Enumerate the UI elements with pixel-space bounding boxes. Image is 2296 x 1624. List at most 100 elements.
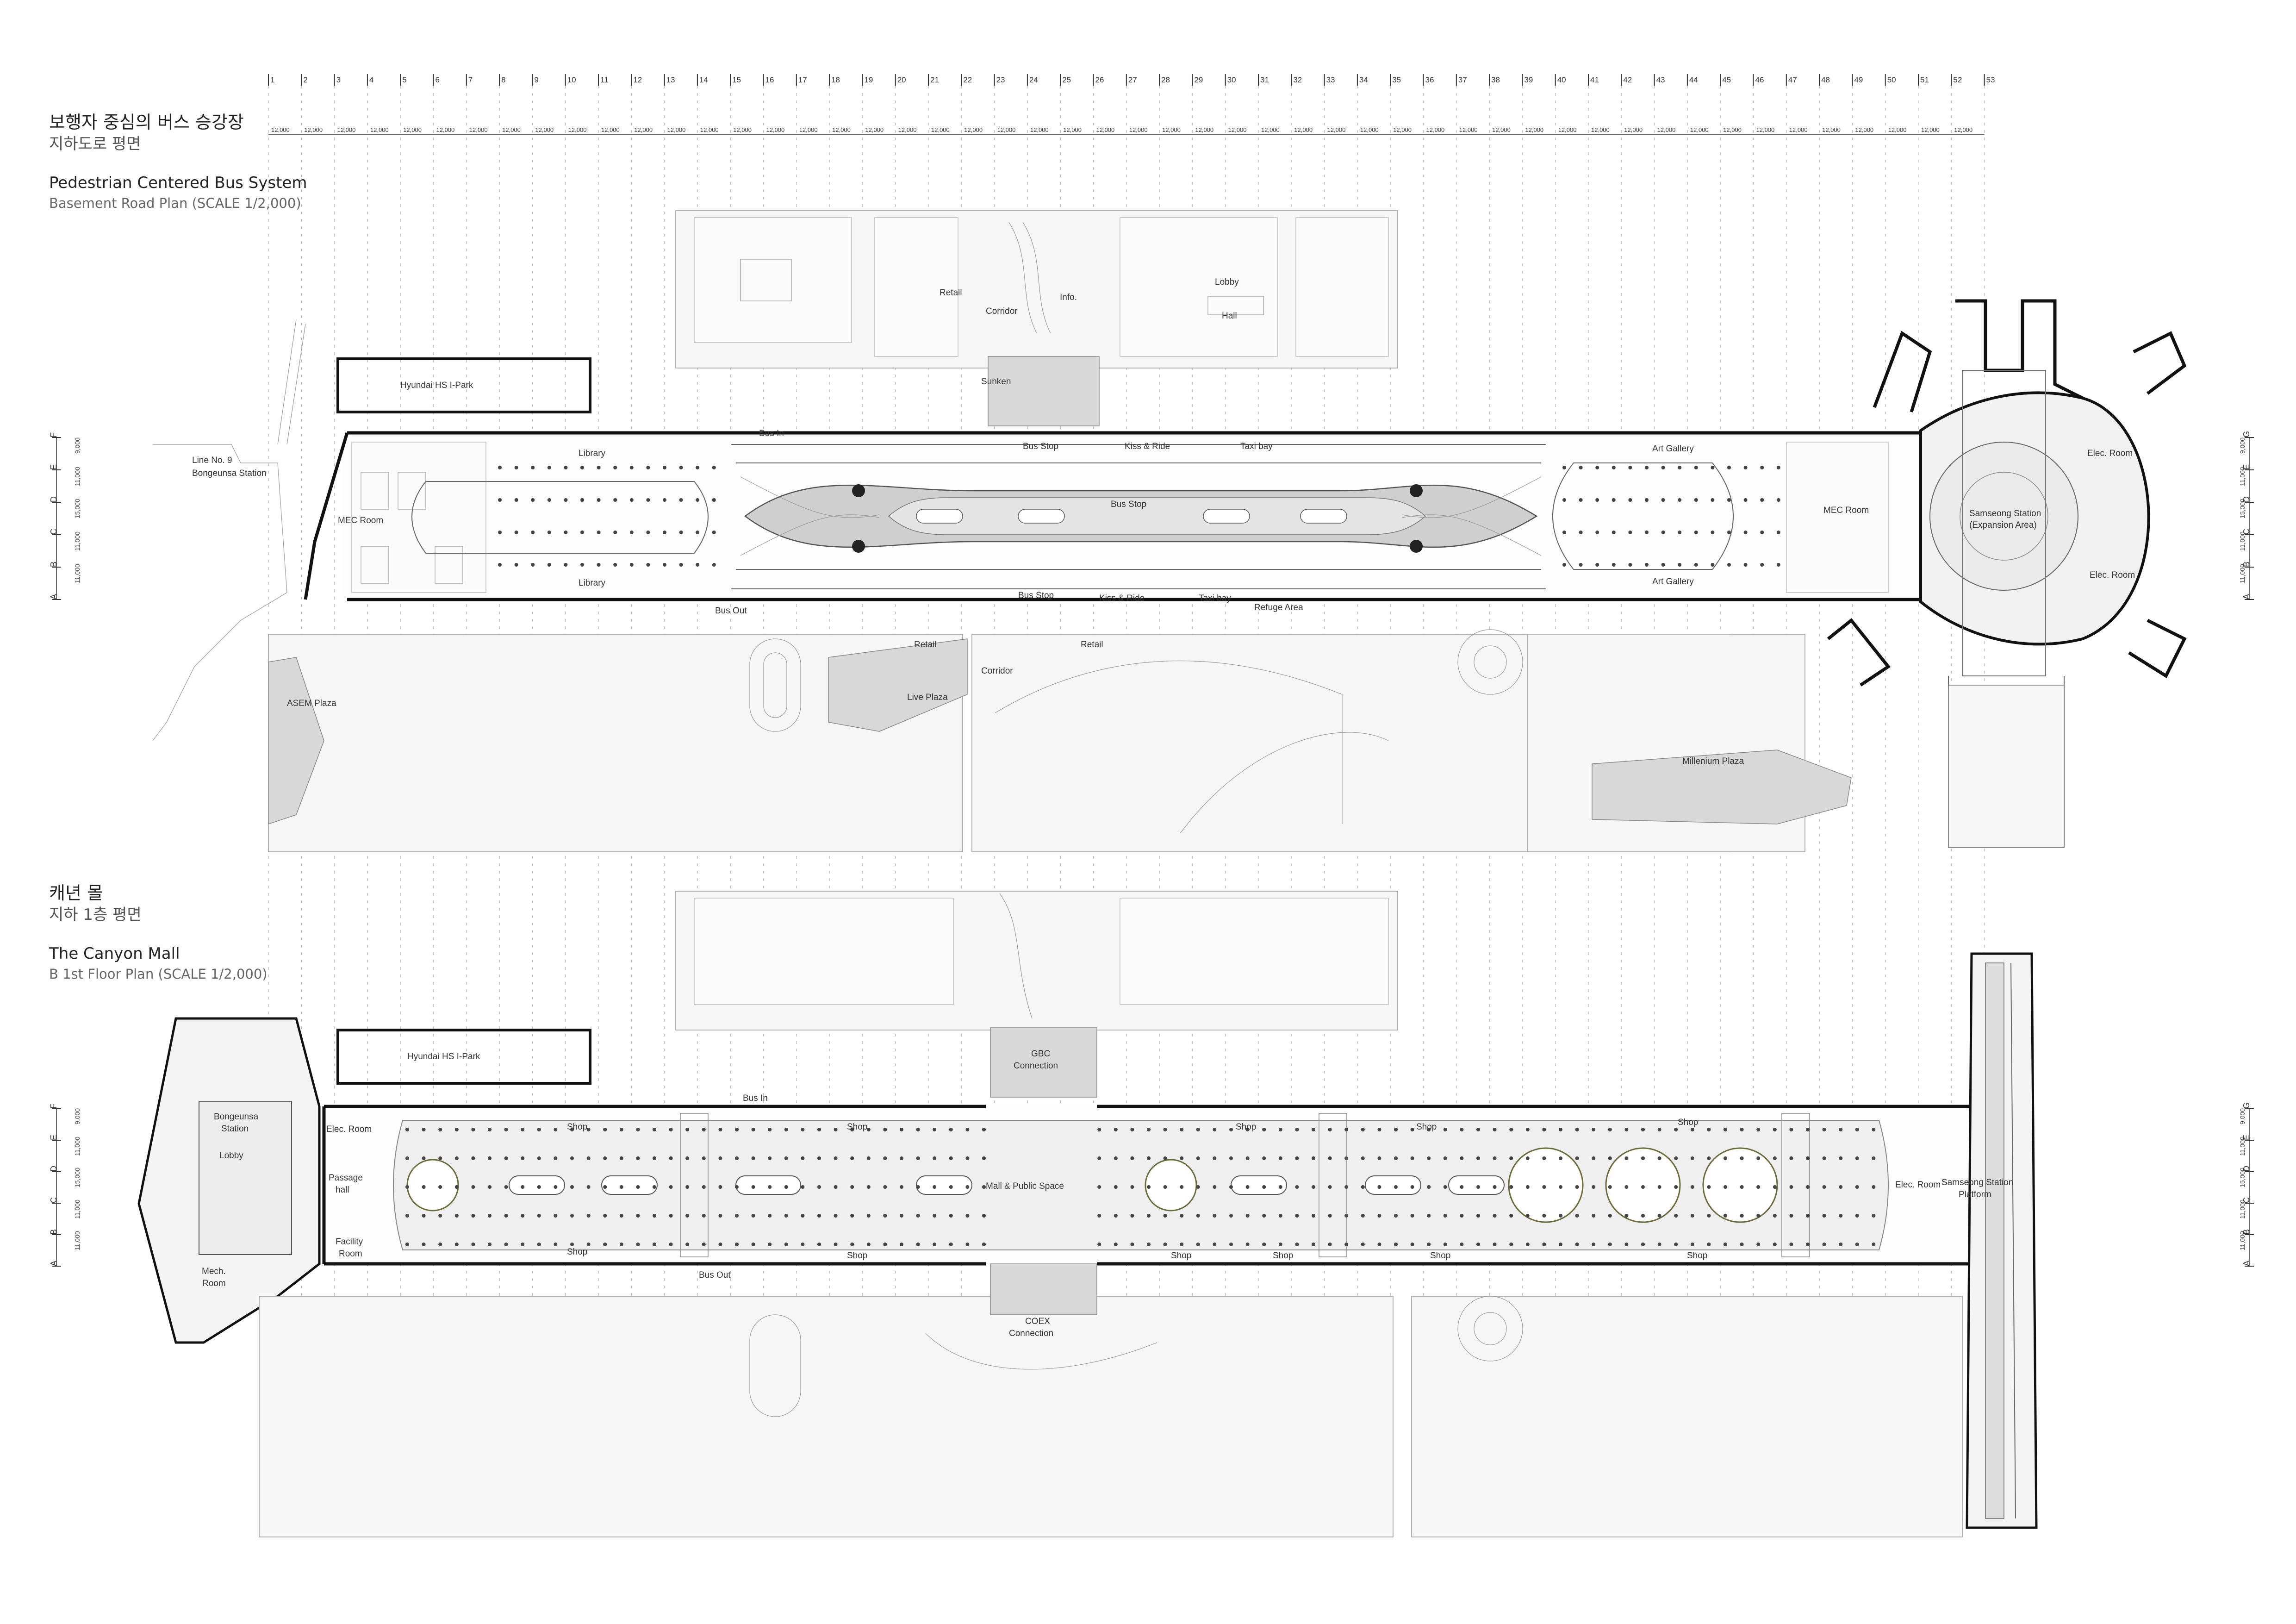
column-dot [1196, 1214, 1200, 1218]
column-dot [471, 1185, 475, 1189]
column-dot [1509, 1243, 1513, 1246]
bay-dimension-39: 12,000 [1525, 126, 1543, 133]
column-dot [1097, 1128, 1101, 1131]
column-dot [1776, 563, 1780, 567]
column-dot [1855, 1185, 1859, 1189]
bay-dimension-35: 12,000 [1393, 126, 1412, 133]
column-dot [1822, 1185, 1826, 1189]
column-dot [1855, 1128, 1859, 1131]
column-dot [1562, 531, 1566, 534]
column-dot [1559, 1214, 1562, 1218]
column-dot [1213, 1243, 1217, 1246]
row-dimension-0: 9,000 [74, 437, 81, 454]
bottom-plan-title-block: 캐년 몰 지하 1층 평면 The Canyon Mall B 1st Floo… [49, 882, 268, 984]
column-dot [646, 531, 650, 534]
column-dot [1661, 498, 1665, 502]
column-dot [586, 1185, 591, 1189]
column-dot [817, 1214, 821, 1218]
column-dot [1743, 531, 1748, 534]
row-dimension-3: 11,000 [74, 1199, 81, 1219]
row-letter-E: E [2242, 464, 2251, 470]
column-dot [619, 1156, 623, 1160]
column-dot [1443, 1243, 1447, 1246]
column-dot [1740, 1156, 1744, 1160]
bay-dimension-44: 12,000 [1690, 126, 1709, 133]
column-dot [1806, 1243, 1810, 1246]
bay-dimension-30: 12,000 [1228, 126, 1247, 133]
column-dot [1562, 563, 1566, 567]
column-dot [1575, 1185, 1579, 1189]
grid-number-28: 28 [1161, 75, 1170, 84]
top-column-dots [498, 466, 1780, 567]
column-dot [1579, 498, 1583, 502]
grid-number-44: 44 [1689, 75, 1698, 84]
bay-dimension-47: 12,000 [1789, 126, 1808, 133]
row-letter-D: D [2242, 1166, 2251, 1172]
column-dot [900, 1185, 903, 1189]
column-dot [1196, 1156, 1200, 1160]
column-dot [1724, 1156, 1727, 1160]
column-dot [801, 1243, 805, 1246]
column-dot [1130, 1128, 1134, 1131]
column-dot [1509, 1185, 1513, 1189]
column-dot [751, 1214, 755, 1218]
column-dot [663, 563, 666, 567]
column-dot [1427, 1128, 1431, 1131]
bottom-column-dots [405, 1128, 1876, 1246]
column-dot [949, 1214, 953, 1218]
column-dot [1476, 1185, 1480, 1189]
column-dot [1789, 1214, 1793, 1218]
grid-number-32: 32 [1293, 75, 1302, 84]
column-dot [438, 1243, 442, 1246]
column-dot [613, 466, 617, 469]
column-dot [1542, 1185, 1546, 1189]
row-letter-B: B [2242, 562, 2251, 567]
column-dot [900, 1243, 903, 1246]
column-dot [1147, 1185, 1151, 1189]
column-dot [521, 1185, 525, 1189]
column-dot [570, 1214, 574, 1218]
column-dot [1839, 1128, 1843, 1131]
label-corridor-north: Corridor [986, 306, 1018, 316]
column-dot [1711, 531, 1715, 534]
bay-dimension-34: 12,000 [1360, 126, 1379, 133]
column-dot [405, 1185, 409, 1189]
bay-dimension-11: 12,000 [601, 126, 620, 133]
column-dot [965, 1185, 970, 1189]
row-dimension-4: 11,000 [2239, 564, 2246, 583]
column-dot [712, 498, 716, 502]
column-dot [1229, 1214, 1233, 1218]
label-mech: Mech. [202, 1267, 226, 1276]
column-dot [1377, 1185, 1381, 1189]
column-dot [514, 466, 518, 469]
column-dot [454, 1243, 459, 1246]
column-dot [1743, 466, 1748, 469]
column-dot [850, 1185, 854, 1189]
label-hall-bottom: hall [336, 1185, 349, 1195]
row-dimension-2: 15,000 [74, 499, 81, 518]
column-dot [1756, 1243, 1761, 1246]
column-dot [1657, 1128, 1661, 1131]
column-dot [1645, 466, 1649, 469]
column-dot [422, 1214, 426, 1218]
south-context [268, 629, 1852, 852]
row-dimension-0: 9,000 [74, 1108, 81, 1124]
column-dot [1542, 1214, 1546, 1218]
column-dot [564, 563, 568, 567]
column-dot [866, 1214, 871, 1218]
column-dot [1690, 1185, 1694, 1189]
column-dot [1493, 1214, 1497, 1218]
column-dot [1661, 563, 1665, 567]
bay-dimension-7: 12,000 [469, 126, 488, 133]
label-taxi-bay-top: Taxi bay [1240, 442, 1273, 451]
grid-number-46: 46 [1755, 75, 1764, 84]
column-dot [454, 1128, 459, 1131]
column-dot [1839, 1243, 1843, 1246]
column-dot [679, 466, 683, 469]
row-letter-B: B [49, 562, 58, 567]
bottom-plan-title-en: The Canyon Mall [49, 944, 180, 963]
column-dot [1740, 1185, 1744, 1189]
bay-dimension-5: 12,000 [403, 126, 422, 133]
column-dot [883, 1243, 887, 1246]
